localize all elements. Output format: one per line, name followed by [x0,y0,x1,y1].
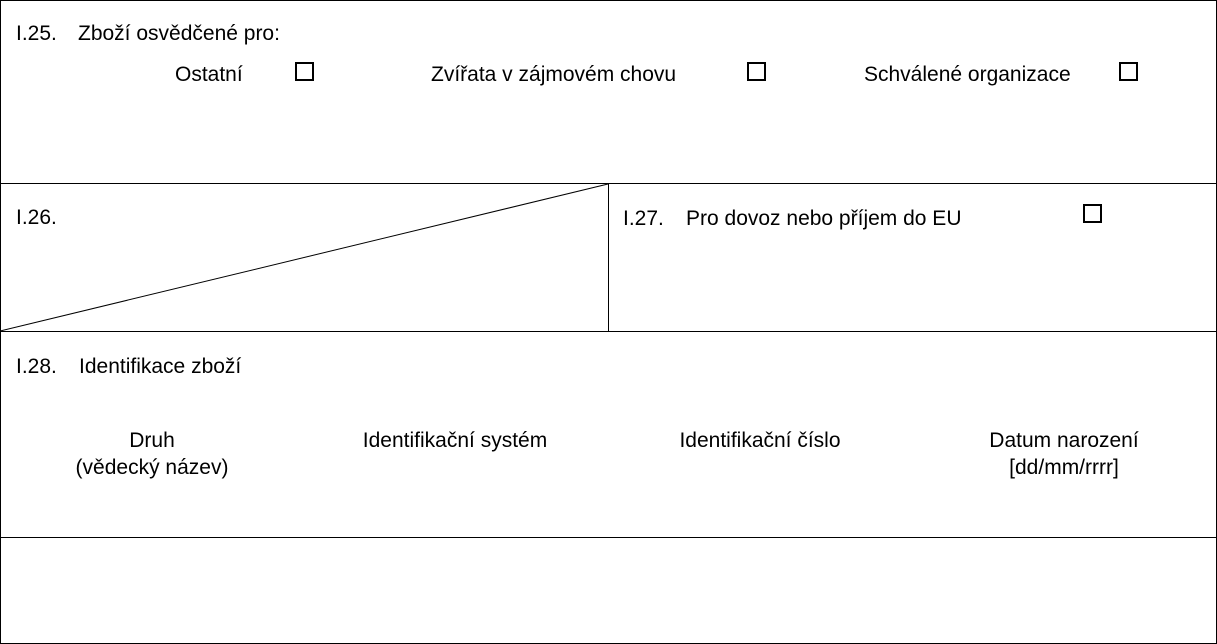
i27-title: Pro dovoz nebo příjem do EU [686,207,962,230]
i28-column-datum-narozeni: Datum narození [dd/mm/rrrr] [954,427,1174,481]
i28-column-druh: Druh (vědecký název) [42,427,262,481]
i26-diagonal-strike [0,183,609,332]
i28-data-row[interactable] [1,538,1216,643]
i25-zvirata-checkbox[interactable] [747,62,766,81]
i28-column-identifikacni-system: Identifikační systém [362,429,548,452]
i28-column-datum-narozeni-line1: Datum narození [989,429,1139,452]
i25-option-zvirata-label: Zvířata v zájmovém chovu [431,63,677,86]
i28-column-druh-line2: (vědecký název) [75,456,229,479]
i25-ostatni-checkbox[interactable] [295,62,314,81]
i28-code: I.28. [16,355,57,378]
i27-heading: I.27. Pro dovoz nebo příjem do EU [623,207,961,231]
separator-after-i28 [0,537,1217,538]
i25-title: Zboží osvědčené pro: [78,22,280,45]
i25-code: I.25. [16,22,57,45]
i28-title: Identifikace zboží [79,355,242,378]
i27-code: I.27. [623,207,664,230]
divider-i26-i27 [608,183,609,331]
i27-eu-checkbox[interactable] [1083,204,1102,223]
i28-column-identifikacni-cislo: Identifikační číslo [679,429,841,452]
i26-code: I.26. [16,206,57,229]
i25-heading: I.25. Zboží osvědčené pro: [16,22,280,46]
i28-column-druh-line1: Druh [129,429,175,452]
i28-column-datum-narozeni-line2: [dd/mm/rrrr] [1009,456,1119,479]
i25-organizace-checkbox[interactable] [1119,62,1138,81]
i25-option-ostatni-label: Ostatní [175,63,243,86]
i25-option-organizace-label: Schválené organizace [864,63,1071,86]
separator-after-i26 [0,331,1217,332]
i28-heading: I.28. Identifikace zboží [16,355,241,379]
